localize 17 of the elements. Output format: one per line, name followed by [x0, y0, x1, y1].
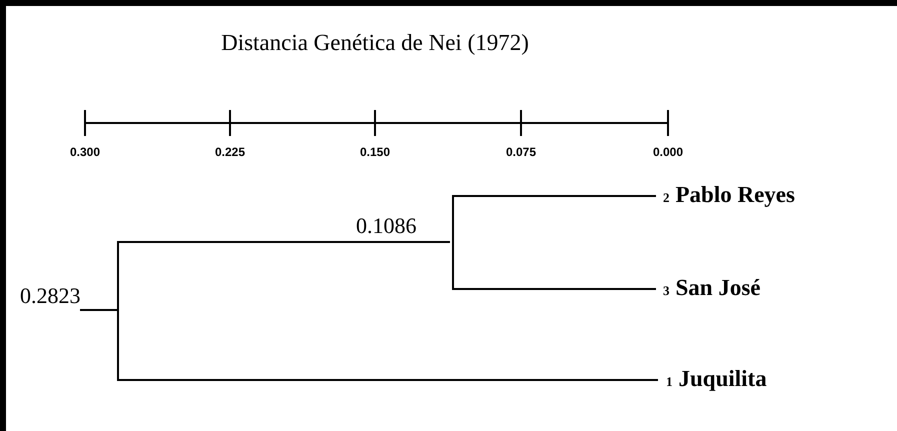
- leaf-number: 1: [666, 374, 672, 390]
- dendrogram-branch: [452, 195, 656, 242]
- dendrogram-branch: [452, 242, 656, 290]
- leaf-number: 2: [663, 190, 670, 206]
- tick-label: 0.075: [504, 145, 538, 159]
- leaf-number: 3: [663, 283, 670, 299]
- dendrogram-branch: [80, 309, 658, 381]
- tick-label: 0.225: [214, 145, 246, 159]
- taxon-name: Pablo Reyes: [676, 182, 795, 208]
- tick-label: 0.150: [358, 145, 392, 159]
- node-distance-label: 0.2823: [20, 284, 80, 308]
- tick-label: 0.000: [652, 145, 684, 159]
- chart-title: Distancia Genética de Nei (1972): [220, 30, 530, 56]
- taxon-name: Juquilita: [678, 366, 767, 392]
- taxon-name: San José: [676, 275, 760, 301]
- tick-label: 0.300: [68, 145, 102, 159]
- node-distance-label: 0.1086: [356, 214, 416, 238]
